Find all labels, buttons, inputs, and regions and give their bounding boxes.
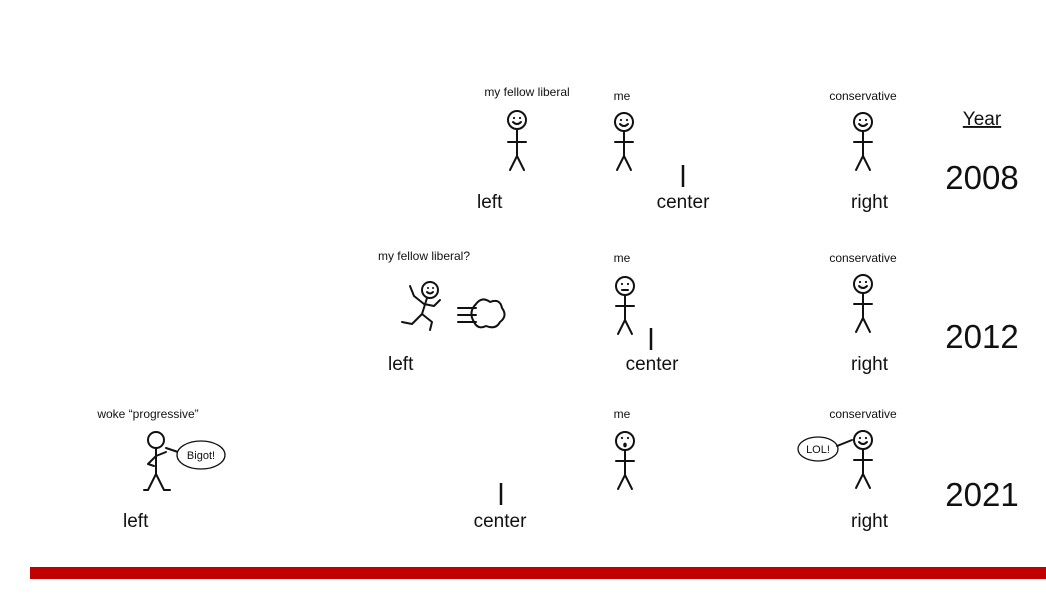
axis-left-label-2021: left [123,511,149,532]
stick-figure-me-2021 [615,431,635,490]
stick-figure-fellow-liberal-2008 [507,110,527,171]
stick-figure-conservative-2008 [853,112,873,171]
year-label-2021: 2021 [945,476,1018,513]
axis-left-label-2012: left [388,354,414,375]
row-2008: left center right 2008 my fellow liberal… [477,85,1019,213]
axis-right-label-2021: right [851,511,889,532]
axis-left-label-2008: left [477,192,503,213]
figure-label-conservative-2021: conservative [829,407,897,421]
speech-bubble-bigot-text: Bigot! [187,450,215,462]
figure-label-me-2008: me [614,89,631,103]
speech-bubble-lol-text: LOL! [806,444,830,456]
year-header: Year [963,109,1002,130]
year-label-2008: 2008 [945,159,1018,196]
speech-bubble-bigot: Bigot! [165,440,226,470]
stick-figure-me-2008 [614,112,634,171]
stick-figure-woke-progressive-2021 [143,431,171,491]
stick-figure-me-2012 [615,276,635,335]
row-2012: left center right 2012 my fellow liberal… [378,249,1019,375]
axis-center-label-2021: center [474,511,527,532]
axis-center-label-2012: center [626,354,679,375]
axis-right-label-2012: right [851,354,889,375]
figure-label-conservative-2008: conservative [829,89,897,103]
axis-right-label-2008: right [851,192,889,213]
speech-bubble-lol: LOL! [797,436,853,462]
stick-figure-conservative-2021 [853,430,873,489]
dust-cloud-icon [457,298,506,329]
figure-label-woke-progressive-2021: woke “progressive” [96,407,198,421]
stick-figure-conservative-2012 [853,274,873,333]
figure-label-fellow-liberal-2008: my fellow liberal [484,85,569,99]
year-label-2012: 2012 [945,318,1018,355]
stick-figure-running-fellow-liberal-2012 [401,281,441,331]
figure-label-conservative-2012: conservative [829,251,897,265]
figure-label-me-2021: me [614,407,631,421]
axis-center-label-2008: center [657,192,710,213]
row-2021: left center right 2021 woke “progressive… [96,407,1018,532]
figure-label-fellow-liberal-2012: my fellow liberal? [378,249,470,263]
footer-red-bar [30,567,1046,579]
figure-label-me-2012: me [614,251,631,265]
